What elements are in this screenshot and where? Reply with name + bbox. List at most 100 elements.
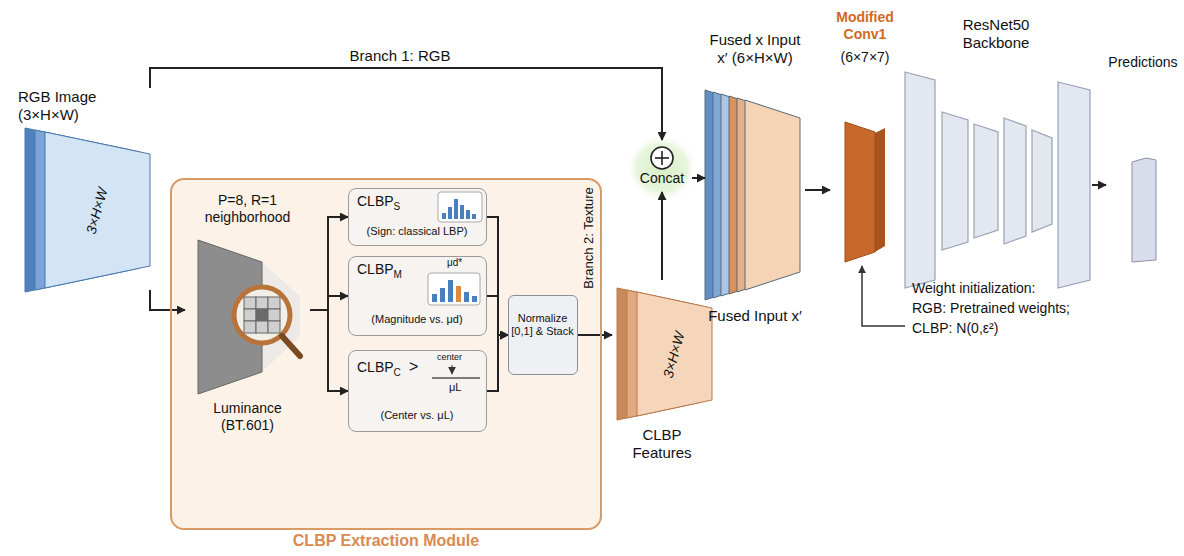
text-line: ResNet50 Backbone xyxy=(930,16,1062,52)
text-line: Luminance (BT.601) xyxy=(185,400,310,434)
node-label: CLBP Features xyxy=(632,426,691,461)
tensor-stacks xyxy=(745,100,800,290)
text-line: Concat xyxy=(632,170,692,187)
center-threshold-symbol xyxy=(451,365,452,374)
node-label: CLBP xyxy=(357,359,394,375)
output-vector: Predictions xyxy=(1106,50,1180,265)
histogram-icons xyxy=(454,199,458,219)
tensor-stacks xyxy=(845,122,875,262)
connector-arrow xyxy=(692,177,705,179)
node-label: > xyxy=(409,358,418,375)
box-fill xyxy=(348,188,578,432)
tensor-stacks xyxy=(905,72,935,288)
connector-arrow xyxy=(310,296,348,310)
text-line: RGB Image (3×H×W) xyxy=(18,88,130,124)
text-line: CLBPM xyxy=(357,261,402,281)
node-label: P=8, R=1 neighborhood xyxy=(205,192,291,225)
annotation: CLBP: N(0,ε²) xyxy=(912,320,998,337)
conv1-side xyxy=(875,128,885,252)
node-label: Fused Input x′ xyxy=(708,307,802,324)
process-box: CLBPMμd*(Magnitude vs. μd) xyxy=(348,256,487,336)
histogram-icons xyxy=(448,207,452,219)
tensor-stacks xyxy=(25,72,1090,420)
luminance-magnifier xyxy=(256,297,268,309)
node-label: center xyxy=(437,352,462,362)
node-label: 3×H×W xyxy=(83,186,111,236)
text-line: μL xyxy=(449,381,461,394)
process-box: CLBPS(Sign: classical LBP) xyxy=(348,188,487,246)
luminance-magnifier xyxy=(198,240,262,394)
feature-tensor: 3×H×W CLBP Features xyxy=(612,280,712,470)
luminance-magnifier xyxy=(268,309,280,321)
box-fill xyxy=(348,256,487,336)
luminance-magnifier xyxy=(256,321,268,333)
concat-op: Concat xyxy=(632,140,692,192)
luminance-magnifier xyxy=(244,297,280,333)
tensor-stacks xyxy=(1058,82,1090,288)
text-line: Fused x Input x′ (6×H×W) xyxy=(705,31,805,67)
text-line: center xyxy=(437,352,462,363)
subscript: M xyxy=(394,269,402,280)
connector-arrow xyxy=(578,334,612,336)
histogram-icons xyxy=(428,192,482,305)
node-label: CLBP xyxy=(357,261,394,277)
connector-arrow xyxy=(310,310,348,391)
conv1-side xyxy=(875,128,885,252)
node-label: Fused x Input x′ (6×H×W) xyxy=(710,31,801,66)
node-label: CLBP Extraction Module xyxy=(293,532,479,549)
tensor-stacks xyxy=(1032,130,1052,232)
connector-arrow xyxy=(487,217,508,335)
concat-symbol xyxy=(651,147,673,169)
text-line: (6×7×7) xyxy=(830,49,900,66)
connector-arrow xyxy=(487,296,508,335)
module-region: CLBP Extraction ModuleP=8, R=1 neighborh… xyxy=(170,178,602,530)
module-fill xyxy=(171,179,601,529)
edge-label: Branch 1: RGB xyxy=(347,47,454,65)
connector-arrow xyxy=(310,217,348,310)
text-line: 3×H×W xyxy=(660,330,689,380)
connector-arrow xyxy=(487,335,508,391)
histogram-icons xyxy=(472,214,476,219)
histogram-icons xyxy=(448,280,453,302)
luminance-magnifier xyxy=(268,297,280,309)
text-line: Modified Conv1 xyxy=(830,9,900,43)
node-label: Predictions xyxy=(1108,54,1177,70)
connector-arrow xyxy=(661,192,663,280)
node-label: RGB Image (3×H×W) xyxy=(18,88,96,123)
conv-layer: Modified Conv1 (6×7×7) xyxy=(830,5,900,262)
center-threshold-symbol xyxy=(432,377,480,379)
luminance-magnifier xyxy=(244,309,256,321)
luminance-magnifier xyxy=(282,336,300,356)
text-line: (Sign: classical LBP) xyxy=(349,225,485,238)
box-fill xyxy=(508,295,578,375)
node-label: μd* xyxy=(447,257,462,268)
text-line: Predictions xyxy=(1106,54,1180,71)
node-label: (Sign: classical LBP) xyxy=(367,225,468,237)
text-line: CLBP Features xyxy=(612,426,712,462)
annotation: RGB: Pretrained weights; xyxy=(912,300,1070,317)
node-label: Modified Conv1 xyxy=(836,9,894,42)
center-threshold-symbol xyxy=(432,365,480,378)
histogram-icons xyxy=(442,213,446,219)
subscript: S xyxy=(394,201,401,212)
concat-symbol xyxy=(626,134,698,202)
histogram-icons xyxy=(466,210,470,219)
process-box: Normalize [0,1] & Stack xyxy=(508,295,578,375)
histogram-icons xyxy=(428,273,480,305)
fused-tensor: Fused x Input x′ (6×H×W) Fused Input x′ xyxy=(705,5,805,350)
histogram-icons xyxy=(464,292,469,302)
process-box: CLBPC>centerμL(Center vs. μL) xyxy=(348,350,487,432)
node-label: Normalize [0,1] & Stack xyxy=(511,312,573,337)
init-leader xyxy=(862,266,905,326)
node-label: Luminance (BT.601) xyxy=(213,400,282,433)
histogram-icons xyxy=(472,296,477,302)
text-line: > xyxy=(409,357,418,376)
histogram-icons xyxy=(440,288,445,302)
prediction-bar xyxy=(1132,158,1156,262)
node-label: (Center vs. μL) xyxy=(381,409,454,421)
init-leader xyxy=(862,266,905,326)
tensor-stacks xyxy=(1004,118,1026,244)
backbone: ResNet50 Backbone xyxy=(900,14,1092,294)
prediction-bar xyxy=(1132,158,1156,262)
text-line: CLBP Extraction Module xyxy=(172,531,600,550)
